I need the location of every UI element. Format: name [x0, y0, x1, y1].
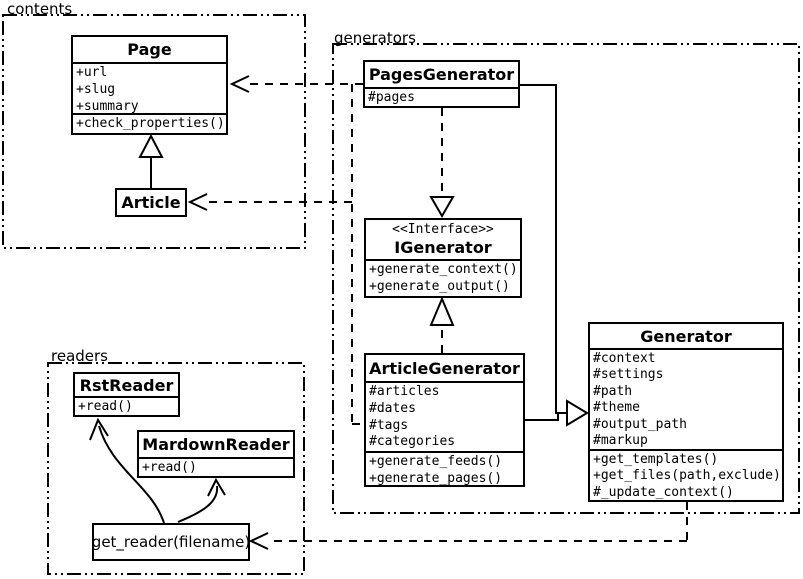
method-row: +read(): [78, 399, 133, 414]
package-label-contents: contents: [7, 0, 73, 18]
method-row: +read(): [142, 460, 197, 475]
attribute-row: #tags: [369, 417, 409, 433]
class-articlegenerator-attributes: #articles #dates #tags #categories: [366, 383, 523, 453]
class-pagesgenerator-attributes: #pages: [365, 89, 518, 107]
method-row: +generate_output(): [369, 278, 510, 294]
attribute-row: #context: [593, 351, 656, 366]
package-contents-border: [2, 14, 306, 249]
class-pagesgenerator: PagesGenerator #pages: [363, 60, 520, 108]
method-row: +generate_pages(): [369, 470, 503, 486]
class-pagesgenerator-title: PagesGenerator: [365, 62, 518, 89]
attribute-row: #articles: [369, 384, 440, 399]
package-label-generators: generators: [334, 29, 416, 47]
class-rstreader-title: RstReader: [75, 374, 178, 398]
inheritance-generators-generator: [520, 84, 589, 427]
class-generator-methods: +get_templates() +get_files(path,exclude…: [590, 451, 782, 501]
class-page-title: Page: [73, 37, 226, 64]
method-row: +generate_feeds(): [369, 454, 503, 469]
dependency-generator-getreader: [248, 502, 688, 550]
attribute-row: #settings: [593, 367, 664, 383]
class-article: Article: [115, 188, 187, 217]
arrow-getreader-markdownreader: [177, 477, 226, 523]
class-generator-title: Generator: [590, 324, 782, 350]
class-article-title: Article: [121, 193, 181, 212]
class-articlegenerator-title: ArticleGenerator: [366, 355, 523, 383]
method-row: +generate_context(): [369, 262, 518, 277]
class-markdownreader: MardownReader +read(): [137, 430, 295, 478]
attribute-row: +slug: [76, 81, 116, 97]
attribute-row: #output_path: [593, 416, 687, 432]
class-rstreader-methods: +read(): [75, 398, 178, 416]
arrow-getreader-rstreader: [89, 417, 165, 524]
attribute-row: #dates: [369, 400, 416, 416]
class-articlegenerator-methods: +generate_feeds() +generate_pages(): [366, 453, 523, 488]
attribute-row: +url: [76, 65, 108, 80]
class-markdownreader-methods: +read(): [139, 459, 293, 477]
method-row: +get_files(path,exclude): [593, 468, 781, 484]
class-igenerator-stereotype: <<Interface>>: [392, 222, 494, 237]
package-generators-border: [332, 43, 800, 514]
realization-pagesgenerator-igenerator: [429, 108, 455, 218]
class-generator: Generator #context #settings #path #them…: [588, 322, 784, 502]
class-markdownreader-title: MardownReader: [139, 432, 293, 459]
class-page-attributes: +url +slug +summary: [73, 64, 226, 115]
class-generator-attributes: #context #settings #path #theme #output_…: [590, 350, 782, 451]
package-readers-border: [47, 362, 305, 575]
class-igenerator: <<Interface>> IGenerator +generate_conte…: [364, 218, 522, 298]
attribute-row: #path: [593, 383, 633, 399]
class-page: Page +url +slug +summary +check_properti…: [71, 35, 228, 135]
class-articlegenerator: ArticleGenerator #articles #dates #tags …: [364, 353, 525, 487]
attribute-row: #markup: [593, 433, 648, 449]
attribute-row: #pages: [368, 90, 415, 105]
class-page-methods: +check_properties(): [73, 115, 226, 133]
package-label-readers: readers: [51, 347, 108, 365]
function-get-reader: get_reader(filename): [92, 523, 250, 561]
class-rstreader: RstReader +read(): [73, 372, 180, 417]
dependency-pagesgenerator-page: [229, 75, 363, 93]
dependency-articlegenerator-article: [187, 193, 352, 211]
dependency-bus-vertical: [351, 84, 362, 425]
attribute-row: #theme: [593, 400, 640, 416]
attribute-row: #categories: [369, 434, 456, 450]
inheritance-article-page: [138, 133, 164, 188]
class-igenerator-header: <<Interface>> IGenerator: [366, 220, 520, 261]
attribute-row: +summary: [76, 98, 139, 114]
realization-articlegenerator-igenerator: [429, 296, 455, 353]
method-row: #_update_context(): [593, 484, 734, 500]
method-row: +check_properties(): [76, 116, 225, 131]
method-row: +get_templates(): [593, 452, 719, 467]
class-igenerator-title: IGenerator: [394, 238, 492, 257]
class-igenerator-methods: +generate_context() +generate_output(): [366, 261, 520, 296]
